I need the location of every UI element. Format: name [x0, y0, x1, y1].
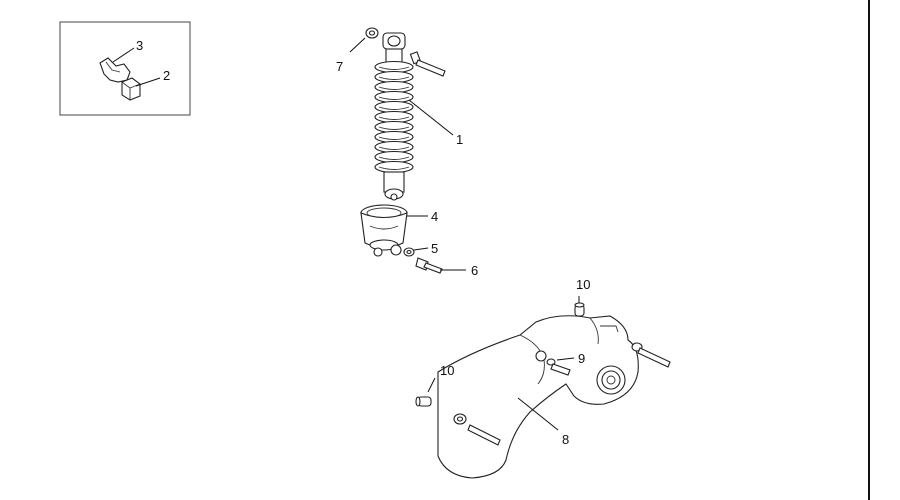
- pin-part-10-upper: [574, 302, 585, 317]
- shock-absorber-part-1: [374, 32, 414, 201]
- top-bolt: [409, 51, 446, 77]
- spring-coil: [374, 60, 414, 74]
- right-bolt: [631, 342, 671, 368]
- spring-coil: [374, 120, 414, 134]
- washer-part-5: [403, 247, 415, 257]
- callout-10-upper: 10: [576, 277, 590, 292]
- spring-coil: [374, 80, 414, 94]
- washer-part-7: [365, 27, 379, 39]
- bolt-part-6: [415, 257, 443, 274]
- inset-detail-box: [59, 21, 191, 116]
- callout-8: 8: [562, 432, 569, 447]
- callout-10-lower: 10: [440, 363, 454, 378]
- spring-coil: [374, 160, 414, 174]
- spring-coil: [374, 70, 414, 84]
- spring-coil: [374, 130, 414, 144]
- spring-coil-shade: [378, 86, 410, 90]
- callout-3: 3: [136, 38, 143, 53]
- spring-coil: [374, 140, 414, 154]
- spring-coil-shade: [378, 96, 410, 100]
- callout-2: 2: [163, 68, 170, 83]
- callout-9: 9: [578, 351, 585, 366]
- spring-coil: [374, 100, 414, 114]
- spring-seat-part-4: [360, 204, 408, 257]
- lower-bolt: [453, 413, 501, 446]
- callout-7: 7: [336, 59, 343, 74]
- spring-coil-shade: [378, 76, 410, 80]
- block-part-2: [121, 77, 141, 101]
- spring-coil-shade: [378, 136, 410, 140]
- swing-arm-part-8: [437, 315, 639, 479]
- spring-coil-shade: [378, 146, 410, 150]
- pin-part-10-lower: [415, 396, 432, 407]
- callout-5: 5: [431, 241, 438, 256]
- callout-4: 4: [431, 209, 438, 224]
- callout-1: 1: [456, 132, 463, 147]
- spring-coil-shade: [378, 66, 410, 70]
- spring-coil-shade: [378, 116, 410, 120]
- spring-coil: [374, 110, 414, 124]
- spring-coil-shade: [378, 126, 410, 130]
- spring-coil: [374, 150, 414, 164]
- spring-coil: [374, 90, 414, 104]
- callout-6: 6: [471, 263, 478, 278]
- spring-coil-shade: [378, 106, 410, 110]
- spring-coil-shade: [378, 166, 410, 170]
- screw-part-9: [546, 358, 571, 376]
- spring-coil-shade: [378, 156, 410, 160]
